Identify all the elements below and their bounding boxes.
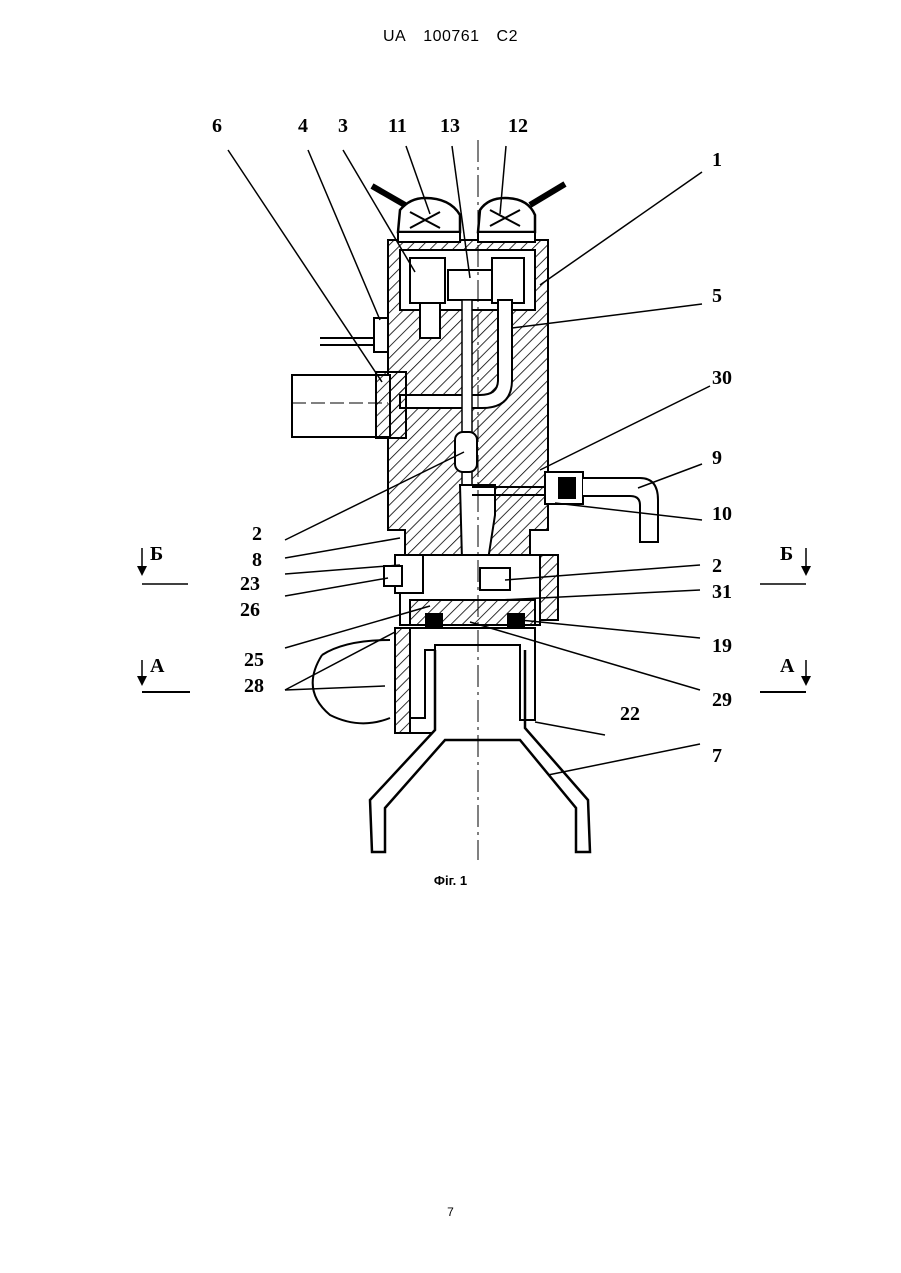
cross-section-diagram: 6 4 3 11 13 12 1 5 30 9 10 2 8 23 26 2 3… xyxy=(0,100,901,870)
inlet-pipes xyxy=(292,318,406,438)
label-7: 7 xyxy=(712,745,722,767)
label-30: 30 xyxy=(712,367,732,389)
label-2-left: 2 xyxy=(252,523,262,545)
section-b-left: Б xyxy=(150,543,163,565)
figure-caption: Фіг. 1 xyxy=(0,873,901,888)
label-25: 25 xyxy=(244,649,264,671)
label-19: 19 xyxy=(712,635,732,657)
label-12: 12 xyxy=(508,115,528,137)
label-13: 13 xyxy=(440,115,460,137)
label-11: 11 xyxy=(388,115,407,137)
label-4: 4 xyxy=(298,115,308,137)
lower-housing xyxy=(384,555,558,627)
nozzle-bell xyxy=(313,628,590,852)
technical-drawing: 6 4 3 11 13 12 1 5 30 9 10 2 8 23 26 2 3… xyxy=(0,100,901,870)
section-b-right: Б xyxy=(780,543,793,565)
label-29: 29 xyxy=(712,689,732,711)
label-10: 10 xyxy=(712,503,732,525)
valve-handles xyxy=(372,184,565,242)
label-8: 8 xyxy=(252,549,262,571)
header-kind: C2 xyxy=(497,28,518,45)
header-country: UA xyxy=(383,28,406,45)
label-31: 31 xyxy=(712,581,732,603)
outlet-fitting xyxy=(545,472,658,542)
label-28: 28 xyxy=(244,675,264,697)
section-a-right: А xyxy=(780,655,795,677)
label-23: 23 xyxy=(240,573,260,595)
label-9: 9 xyxy=(712,447,722,469)
body-housing xyxy=(388,240,550,570)
page-number: 7 xyxy=(0,1205,901,1219)
label-6: 6 xyxy=(212,115,222,137)
label-1: 1 xyxy=(712,149,722,171)
document-header: UA 100761 C2 xyxy=(0,28,901,46)
label-3: 3 xyxy=(338,115,348,137)
section-a-left: А xyxy=(150,655,165,677)
header-number: 100761 xyxy=(423,28,479,45)
label-26: 26 xyxy=(240,599,260,621)
label-2-right: 2 xyxy=(712,555,722,577)
label-22: 22 xyxy=(620,703,640,725)
label-5: 5 xyxy=(712,285,722,307)
